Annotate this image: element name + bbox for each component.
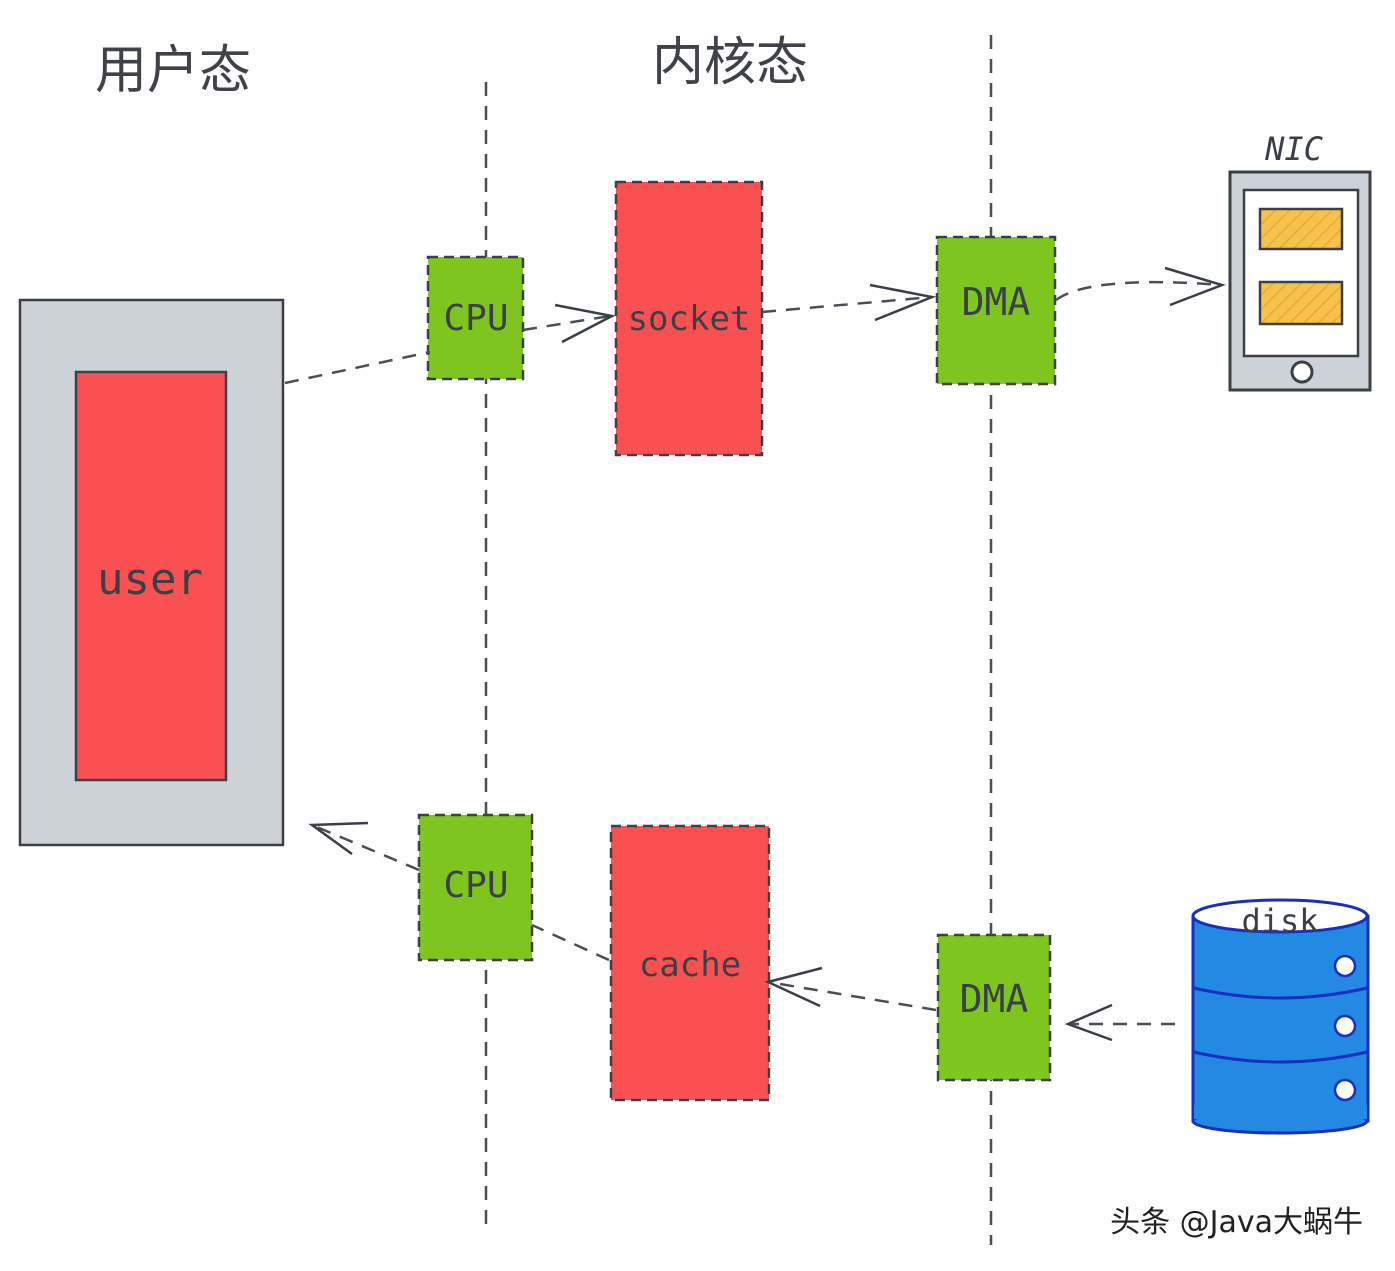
user-process-block: user (18, 298, 285, 847)
nic-device: NIC (1228, 130, 1372, 392)
kernel-space-title: 内核态 (652, 33, 808, 93)
dma-bottom-label: DMA (960, 977, 1029, 1021)
cpu-bottom-block: CPU (417, 813, 534, 962)
nic-label: NIC (1264, 130, 1323, 168)
user-space-title: 用户态 (95, 41, 251, 101)
nic-slot-2 (1258, 280, 1344, 326)
dma-top-block: DMA (935, 235, 1057, 386)
user-label: user (97, 554, 203, 605)
cpu-bottom-label: CPU (443, 865, 508, 906)
cache-label: cache (639, 945, 741, 985)
dma-top-label: DMA (962, 280, 1031, 324)
socket-block: socket (614, 180, 764, 457)
cache-block: cache (609, 824, 771, 1102)
cpu-top-block: CPU (426, 255, 525, 381)
bottom-path-arrows (308, 821, 1175, 1042)
watermark: 头条 @Java大蜗牛 (1110, 1205, 1363, 1240)
disk-icon: disk (1191, 898, 1370, 1135)
nic-slot-1 (1258, 207, 1344, 251)
nic-button-icon (1290, 360, 1314, 384)
socket-label: socket (628, 299, 751, 339)
dma-bottom-block: DMA (936, 933, 1052, 1082)
disk-label: disk (1241, 902, 1318, 940)
cpu-top-label: CPU (443, 298, 508, 339)
top-path-arrows (284, 266, 1226, 385)
